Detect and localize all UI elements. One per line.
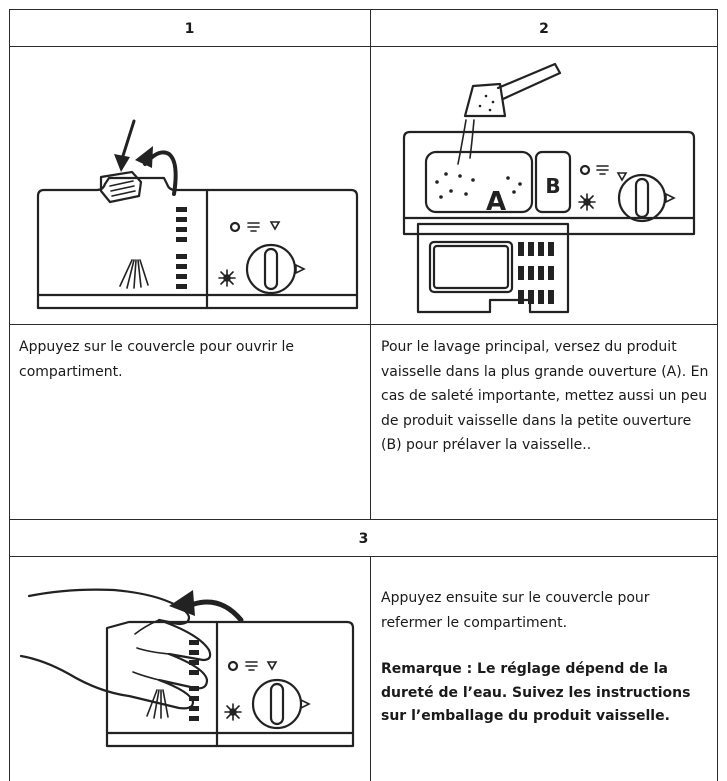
- instruction-table: 1 2 3: [9, 9, 718, 781]
- compartment-a-label: A: [486, 187, 506, 217]
- step-3-text: Appuyez ensuite sur le couvercle pour re…: [381, 590, 650, 631]
- step-3-illustration: [19, 588, 355, 748]
- step-2-illustration: A B: [402, 62, 696, 314]
- step-3-note: Remarque : Le réglage dépend de la duret…: [381, 661, 691, 724]
- compartment-b-label: B: [545, 174, 560, 198]
- step-1-text: Appuyez sur le couvercle pour ouvrir le …: [19, 339, 294, 380]
- step-1-illustration: [36, 119, 359, 310]
- step-1-header: 1: [184, 21, 195, 37]
- step-2-text: Pour le lavage principal, versez du prod…: [381, 339, 709, 453]
- step-3-header: 3: [358, 531, 369, 547]
- step-2-header: 2: [539, 21, 549, 37]
- step-3-text-block: Appuyez ensuite sur le couvercle pour re…: [381, 586, 711, 729]
